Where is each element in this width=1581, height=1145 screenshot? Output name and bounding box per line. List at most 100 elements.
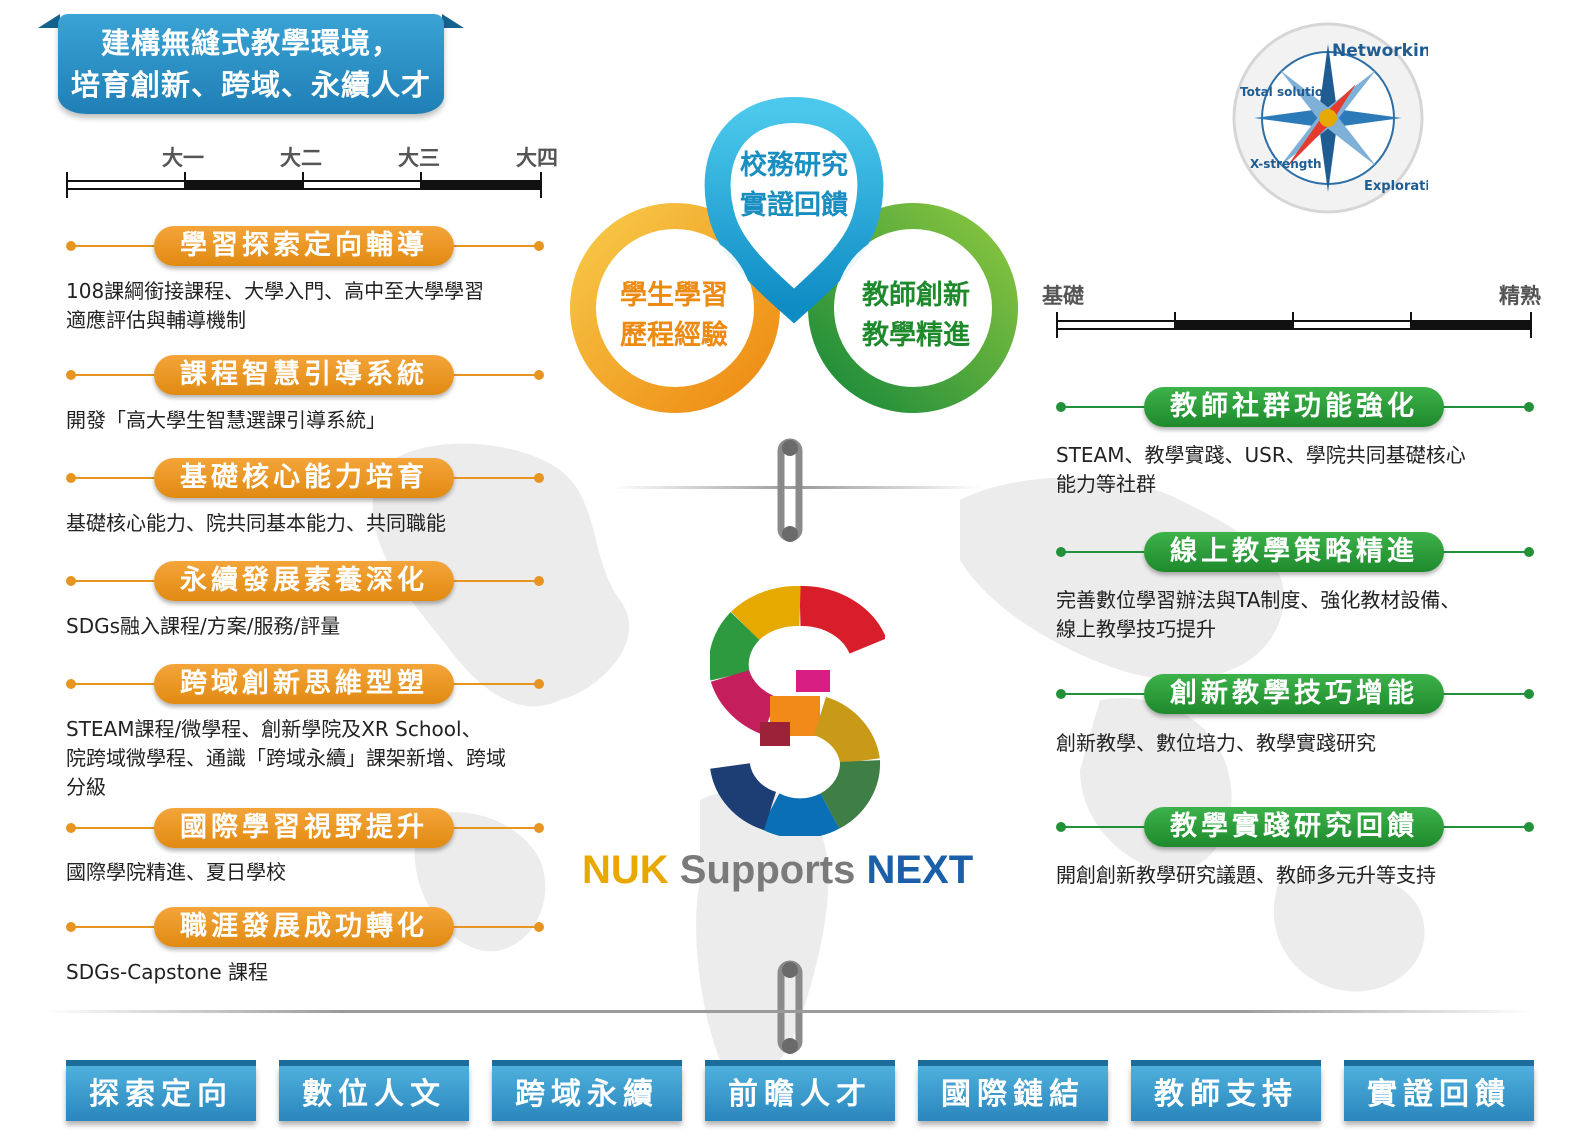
ruler-segment xyxy=(184,180,304,190)
desc-line: 院跨域微學程、通識「跨域永續」課架新增、跨域 xyxy=(66,746,506,770)
bottom-tag-5: 國際鏈結 xyxy=(918,1060,1108,1121)
trefoil-diagram xyxy=(570,96,1018,413)
banner-fold-right xyxy=(442,14,464,28)
trefoil-right-line: 教學精進 xyxy=(862,320,970,351)
right-item-3-header: 創新教學技巧增能 xyxy=(1056,674,1534,714)
right-item-2-header: 線上教學策略精進 xyxy=(1056,532,1534,572)
binder-ring-bottom-icon xyxy=(777,960,803,1054)
connector-dot xyxy=(534,370,544,380)
bottom-tag-4: 前瞻人才 xyxy=(705,1060,895,1121)
left-item-7-title: 職涯發展成功轉化 xyxy=(154,907,454,947)
compass-east-label: Exploration xyxy=(1364,179,1428,194)
ruler-segment xyxy=(66,180,186,190)
ruler-tick xyxy=(1056,312,1058,338)
left-item-4-header: 永續發展素養深化 xyxy=(66,561,544,601)
trefoil-left-line: 歷程經驗 xyxy=(620,320,728,351)
left-item-7-desc: SDGs-Capstone 課程 xyxy=(66,958,268,987)
connector-dot xyxy=(534,922,544,932)
left-item-2-header: 課程智慧引導系統 xyxy=(66,355,544,395)
s-logo-icon xyxy=(710,586,885,836)
ruler-tick xyxy=(420,172,422,190)
connector-dot xyxy=(1524,547,1534,557)
left-item-1-desc: 108課綱銜接課程、大學入門、高中至大學學習 適應評估與輔導機制 xyxy=(66,277,484,335)
trefoil-right-text: 教師創新 教學精進 xyxy=(846,276,986,356)
level-end-label: 精熟 xyxy=(1499,284,1541,308)
desc-line: 線上教學技巧提升 xyxy=(1056,617,1216,641)
left-item-3-title: 基礎核心能力培育 xyxy=(154,458,454,498)
right-item-4-desc: 開創創新教學研究議題、教師多元升等支持 xyxy=(1056,861,1436,890)
nuk-logo-part3: NEXT xyxy=(866,848,974,892)
bottom-tag-1: 探索定向 xyxy=(66,1060,256,1121)
right-item-2-title: 線上教學策略精進 xyxy=(1144,532,1444,572)
trefoil-left-text: 學生學習 歷程經驗 xyxy=(604,276,744,356)
ruler-tick xyxy=(540,172,542,198)
left-item-5-header: 跨域創新思維型塑 xyxy=(66,664,544,704)
nuk-logo-part1: NUK xyxy=(582,848,669,892)
right-item-4-header: 教學實踐研究回饋 xyxy=(1056,807,1534,847)
research-loop xyxy=(704,96,884,324)
connector-dot xyxy=(534,576,544,586)
bottom-tag-7: 實證回饋 xyxy=(1344,1060,1534,1121)
bottom-tag-3: 跨域永續 xyxy=(492,1060,682,1121)
desc-line: 開發「高大學生智慧選課引導系統」 xyxy=(66,408,386,432)
bottom-tag-2: 數位人文 xyxy=(279,1060,469,1121)
right-item-4-title: 教學實踐研究回饋 xyxy=(1144,807,1444,847)
binder-ring-icon xyxy=(777,438,803,542)
student-loop xyxy=(570,203,780,413)
desc-line: 完善數位學習辦法與TA制度、強化教材設備、 xyxy=(1056,588,1461,612)
year-label-3: 大三 xyxy=(398,146,440,170)
left-item-3-header: 基礎核心能力培育 xyxy=(66,458,544,498)
nuk-logo-part2: Supports xyxy=(679,848,856,892)
ruler-segment xyxy=(1292,320,1412,330)
trefoil-top-line: 實證回饋 xyxy=(740,190,848,221)
teacher-loop xyxy=(808,203,1018,413)
right-item-3-title: 創新教學技巧增能 xyxy=(1144,674,1444,714)
ruler-segment xyxy=(420,180,542,190)
ruler-tick xyxy=(1292,312,1294,330)
right-item-1-title: 教師社群功能強化 xyxy=(1144,387,1444,427)
compass-west-label: Total solution xyxy=(1240,85,1332,99)
desc-line: 基礎核心能力、院共同基本能力、共同職能 xyxy=(66,511,446,535)
year-label-2: 大二 xyxy=(280,146,322,170)
compass-icon: Networking Total solution Exploration X-… xyxy=(1232,22,1428,214)
left-item-6-title: 國際學習視野提升 xyxy=(154,808,454,848)
bottom-tag-6: 教師支持 xyxy=(1131,1060,1321,1121)
year-ruler xyxy=(66,172,542,198)
desc-line: STEAM課程/微學程、創新學院及XR School、 xyxy=(66,717,482,741)
ruler-segment xyxy=(1410,320,1532,330)
desc-line: 能力等社群 xyxy=(1056,472,1156,496)
ruler-tick xyxy=(1410,312,1412,330)
level-start-label: 基礎 xyxy=(1042,284,1084,308)
left-item-6-header: 國際學習視野提升 xyxy=(66,808,544,848)
desc-line: 108課綱銜接課程、大學入門、高中至大學學習 xyxy=(66,279,485,303)
trefoil-top-text: 校務研究 實證回饋 xyxy=(724,146,864,226)
desc-line: 開創創新教學研究議題、教師多元升等支持 xyxy=(1056,863,1436,887)
headline-banner: 建構無縫式教學環境， 培育創新、跨域、永續人才 xyxy=(58,14,444,114)
desc-line: 分級 xyxy=(66,775,106,799)
left-item-7-header: 職涯發展成功轉化 xyxy=(66,907,544,947)
trefoil-left-line: 學生學習 xyxy=(620,280,728,311)
desc-line: 適應評估與輔導機制 xyxy=(66,308,246,332)
left-item-2-title: 課程智慧引導系統 xyxy=(154,355,454,395)
desc-line: STEAM、教學實踐、USR、學院共同基礎核心 xyxy=(1056,443,1466,467)
connector-dot xyxy=(534,241,544,251)
left-item-4-desc: SDGs融入課程/方案/服務/評量 xyxy=(66,612,340,641)
connector-dot xyxy=(1524,689,1534,699)
desc-line: 創新教學、數位培力、教學實踐研究 xyxy=(1056,731,1376,755)
trefoil-right-line: 教師創新 xyxy=(862,280,970,311)
ruler-tick xyxy=(66,172,68,198)
ruler-tick xyxy=(302,172,304,190)
connector-dot xyxy=(534,679,544,689)
left-item-1-title: 學習探索定向輔導 xyxy=(154,226,454,266)
banner-line-1: 建構無縫式教學環境， xyxy=(100,26,401,60)
right-item-1-desc: STEAM、教學實踐、USR、學院共同基礎核心 能力等社群 xyxy=(1056,441,1466,499)
desc-line: SDGs-Capstone 課程 xyxy=(66,960,268,984)
right-item-1-header: 教師社群功能強化 xyxy=(1056,387,1534,427)
banner-fold-left xyxy=(38,14,60,28)
teacher-loop-fill xyxy=(835,230,991,386)
connector-dot xyxy=(1524,822,1534,832)
left-item-6-desc: 國際學院精進、夏日學校 xyxy=(66,858,286,887)
compass-south-label: X-strength xyxy=(1250,157,1322,171)
left-item-4-title: 永續發展素養深化 xyxy=(154,561,454,601)
